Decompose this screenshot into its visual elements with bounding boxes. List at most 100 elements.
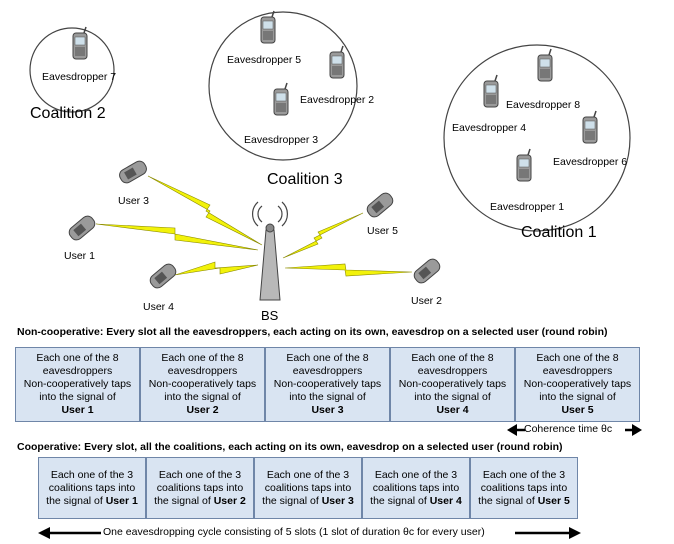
cell-line-1: Each one of the 8 xyxy=(161,352,244,364)
cell-user: User 5 xyxy=(561,404,594,416)
cell-user: User 5 xyxy=(537,494,570,507)
cell-line-3: Non-cooperatively taps xyxy=(148,378,257,390)
cell-line-3: Non-cooperatively taps xyxy=(523,378,632,390)
noncooperative-heading: Non-cooperative: Every slot all the eave… xyxy=(17,326,608,338)
cell-line-3: Non-cooperatively taps xyxy=(23,378,132,390)
coalition-2-label: Coalition 2 xyxy=(30,105,106,122)
cycle-label: One eavesdropping cycle consisting of 5 … xyxy=(103,526,485,538)
user-4-icon xyxy=(147,261,179,291)
eavesdropper-3-label: Eavesdropper 3 xyxy=(244,134,318,146)
eavesdropper-5-label: Eavesdropper 5 xyxy=(227,54,301,66)
user-1-icon xyxy=(66,213,98,243)
bolt-user-3 xyxy=(147,175,263,246)
cell-line-3: the signal of xyxy=(154,494,211,507)
eavesdropper-2-icon xyxy=(329,45,345,79)
coherence-arrow xyxy=(507,424,642,436)
bolt-user-5 xyxy=(282,212,364,259)
cell-line-1: Each one of the 8 xyxy=(536,352,619,364)
cell-line-2: coalitions taps into xyxy=(372,481,460,494)
cell-line-2: eavesdroppers xyxy=(417,365,488,377)
cell-line-1: Each one of the 8 xyxy=(36,352,119,364)
eavesdropper-4-icon xyxy=(483,74,499,108)
coop-slot-4: Each one of the 3 coalitions taps into t… xyxy=(362,457,470,519)
eavesdropper-7-label: Eavesdropper 7 xyxy=(42,71,116,83)
bolt-user-1 xyxy=(95,223,259,251)
coop-slot-1: Each one of the 3 coalitions taps into t… xyxy=(38,457,146,519)
noncoop-slot-3: Each one of the 8 eavesdroppers Non-coop… xyxy=(265,347,390,422)
eavesdropper-1-icon xyxy=(516,148,532,182)
user-1-label: User 1 xyxy=(64,250,95,262)
cycle-arrow xyxy=(38,527,581,539)
coalition-3-circle xyxy=(208,11,358,161)
cell-line-4: into the signal of xyxy=(39,391,116,403)
cell-line-1: Each one of the 3 xyxy=(374,468,458,481)
cell-line-2: coalitions taps into xyxy=(264,481,352,494)
cell-line-3: the signal of xyxy=(262,494,319,507)
user-5-icon xyxy=(364,190,396,220)
user-3-icon xyxy=(116,158,150,186)
user-2-icon xyxy=(411,256,443,286)
cell-line-1: Each one of the 3 xyxy=(158,468,242,481)
cell-line-2: eavesdroppers xyxy=(292,365,363,377)
eavesdropper-4-label: Eavesdropper 4 xyxy=(452,122,526,134)
user-3-label: User 3 xyxy=(118,195,149,207)
bolt-user-4 xyxy=(174,261,259,276)
user-5-label: User 5 xyxy=(367,225,398,237)
cell-user: User 1 xyxy=(105,494,138,507)
cell-line-2: coalitions taps into xyxy=(480,481,568,494)
cell-line-2: eavesdroppers xyxy=(167,365,238,377)
eavesdropper-6-icon xyxy=(582,110,598,144)
base-station-icon xyxy=(252,201,288,301)
cooperative-slots: Each one of the 3 coalitions taps into t… xyxy=(38,457,578,519)
cell-user: User 2 xyxy=(213,494,246,507)
coalition-3-label: Coalition 3 xyxy=(267,171,343,188)
coherence-label: Coherence time θc xyxy=(524,423,613,435)
wireless-links xyxy=(95,175,413,277)
cell-user: User 3 xyxy=(321,494,354,507)
cell-line-1: Each one of the 8 xyxy=(286,352,369,364)
cell-line-3: the signal of xyxy=(370,494,427,507)
cell-line-2: coalitions taps into xyxy=(156,481,244,494)
bs-label: BS xyxy=(261,308,279,323)
noncooperative-slots: Each one of the 8 eavesdroppers Non-coop… xyxy=(15,347,640,422)
eavesdropper-8-icon xyxy=(537,48,553,82)
cell-user: User 4 xyxy=(436,404,469,416)
cell-line-1: Each one of the 3 xyxy=(482,468,566,481)
cell-line-3: Non-cooperatively taps xyxy=(398,378,507,390)
coop-slot-3: Each one of the 3 coalitions taps into t… xyxy=(254,457,362,519)
cell-line-1: Each one of the 8 xyxy=(411,352,494,364)
cell-line-2: coalitions taps into xyxy=(48,481,136,494)
cell-line-1: Each one of the 3 xyxy=(50,468,134,481)
noncoop-slot-1: Each one of the 8 eavesdroppers Non-coop… xyxy=(15,347,140,422)
coalition-2-circle xyxy=(29,27,115,113)
bolt-user-2 xyxy=(284,263,413,277)
coalition-1-circle xyxy=(443,44,631,232)
cell-user: User 1 xyxy=(61,404,94,416)
noncoop-slot-2: Each one of the 8 eavesdroppers Non-coop… xyxy=(140,347,265,422)
eavesdropper-8-label: Eavesdropper 8 xyxy=(506,99,580,111)
cell-line-4: into the signal of xyxy=(539,391,616,403)
cell-user: User 4 xyxy=(429,494,462,507)
cell-line-3: Non-cooperatively taps xyxy=(273,378,382,390)
eavesdropper-6-label: Eavesdropper 6 xyxy=(553,156,627,168)
cooperative-heading: Cooperative: Every slot, all the coaliti… xyxy=(17,441,563,453)
coalition-1-label: Coalition 1 xyxy=(521,224,597,241)
user-2-label: User 2 xyxy=(411,295,442,307)
eavesdropper-5-icon xyxy=(260,10,276,44)
cell-line-4: into the signal of xyxy=(414,391,491,403)
cell-line-3: the signal of xyxy=(46,494,103,507)
eavesdropper-2-label: Eavesdropper 2 xyxy=(300,94,374,106)
cell-line-1: Each one of the 3 xyxy=(266,468,350,481)
noncoop-slot-5: Each one of the 8 eavesdroppers Non-coop… xyxy=(515,347,640,422)
noncoop-slot-4: Each one of the 8 eavesdroppers Non-coop… xyxy=(390,347,515,422)
coop-slot-2: Each one of the 3 coalitions taps into t… xyxy=(146,457,254,519)
cell-user: User 3 xyxy=(311,404,344,416)
cell-line-2: eavesdroppers xyxy=(42,365,113,377)
user-4-label: User 4 xyxy=(143,301,174,313)
cell-line-3: the signal of xyxy=(478,494,535,507)
network-diagram: Eavesdropper 7 Coalition 2 Eavesdropper … xyxy=(29,10,631,323)
cell-user: User 2 xyxy=(186,404,219,416)
eavesdropper-7-icon xyxy=(72,26,88,60)
cell-line-4: into the signal of xyxy=(164,391,241,403)
eavesdropper-1-label: Eavesdropper 1 xyxy=(490,201,564,213)
